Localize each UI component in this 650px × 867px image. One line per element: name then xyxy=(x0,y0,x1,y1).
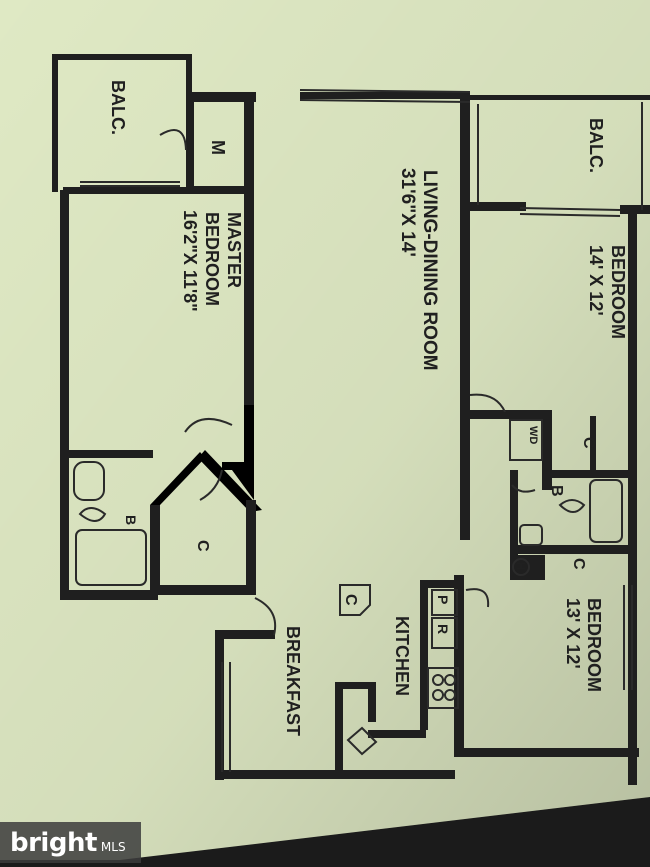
mls-watermark: bright MLS xyxy=(0,822,141,863)
label-balc-right: BALC. xyxy=(586,118,606,173)
label-h-closet: H xyxy=(514,562,526,570)
label-wd: WD xyxy=(527,426,539,444)
label-closet-top: C xyxy=(580,437,597,449)
label-bath-left: B xyxy=(123,515,139,525)
label-m-closet: M xyxy=(208,140,228,155)
label-pantry: P xyxy=(435,595,451,604)
label-bedroom-bottom-line1: BEDROOM xyxy=(584,598,604,692)
label-refrigerator: R xyxy=(435,624,451,634)
walls xyxy=(52,54,650,785)
label-breakfast: BREAKFAST xyxy=(283,626,303,736)
label-master-line1: MASTER xyxy=(224,212,244,288)
watermark-suffix: MLS xyxy=(100,839,126,854)
label-bedroom-top-line1: BEDROOM xyxy=(608,245,628,339)
label-kitchen: KITCHEN xyxy=(392,616,412,696)
label-bedroom-bottom-dims: 13' X 12' xyxy=(563,598,583,669)
label-bath-right: B xyxy=(548,485,565,497)
fixtures xyxy=(73,89,643,772)
label-closet-small: C xyxy=(570,558,587,570)
label-kitchen-closet: C xyxy=(342,594,359,606)
label-master-line2: BEDROOM xyxy=(202,212,222,306)
label-balc-left: BALC. xyxy=(108,80,128,135)
label-living-dims: 31'6"X 14' xyxy=(397,168,418,257)
label-living-line1: LIVING-DINING ROOM xyxy=(419,170,440,371)
label-master-dims: 16'2"X 11'8" xyxy=(180,210,200,312)
label-bedroom-top-dims: 14' X 12' xyxy=(586,245,606,316)
room-labels: BALC. M MASTER BEDROOM 16'2"X 11'8" LIVI… xyxy=(108,80,628,736)
label-closet-master: C xyxy=(194,540,211,552)
watermark-brand: bright xyxy=(10,827,97,858)
